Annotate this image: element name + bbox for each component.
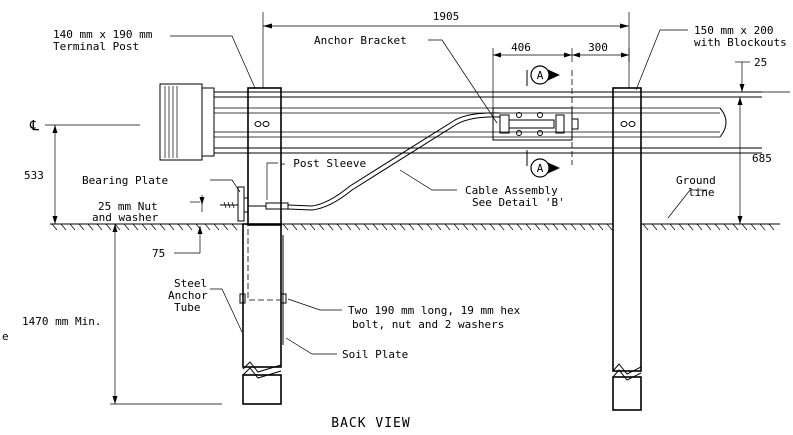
- right-post-label-1: 150 mm x 200: [694, 24, 773, 37]
- section-a-bottom-label: A: [537, 162, 544, 175]
- terminal-post-label-2: Terminal Post: [53, 40, 139, 53]
- section-marker-top: A: [526, 65, 560, 86]
- dim-300-label: 300: [588, 41, 608, 54]
- nut-washer-label-2: and washer: [92, 211, 159, 224]
- min-depth-label: 1470 mm Min.: [22, 315, 101, 328]
- dim-1905-label: 1905: [433, 10, 460, 23]
- dim-75-label: 75: [152, 247, 165, 260]
- centerline-symbol: ℄: [29, 118, 39, 134]
- dimension-lines: [45, 12, 790, 405]
- right-post-label-2: with Blockouts: [694, 36, 787, 49]
- nut-washer-label-1: 25 mm Nut: [98, 200, 158, 213]
- steel-anchor-tube: [239, 223, 287, 405]
- cable-assembly: [287, 112, 501, 211]
- ground-line-label-2: line: [688, 186, 715, 199]
- dim-533-label: 533: [24, 169, 44, 182]
- w-beam-rail: [214, 91, 762, 154]
- bearing-plate-label: Bearing Plate: [82, 174, 168, 187]
- soil-plate-label: Soil Plate: [342, 348, 408, 361]
- hex-bolt-label-1: Two 190 mm long, 19 mm hex: [348, 304, 521, 317]
- ground-line: [50, 223, 780, 231]
- right-post: [612, 87, 642, 411]
- hex-bolt-label-2: bolt, nut and 2 washers: [352, 318, 504, 331]
- left-edge-fragment: e: [2, 330, 9, 343]
- dim-25-top-label: 25: [754, 56, 767, 69]
- bearing-plate-assembly: [220, 186, 289, 222]
- dim-685-label: 685: [752, 152, 772, 165]
- cable-assembly-label-2: See Detail 'B': [472, 196, 565, 209]
- rail-end-terminal: [159, 83, 215, 161]
- cable-assembly-label-1: Cable Assembly: [465, 184, 558, 197]
- terminal-post-label-1: 140 mm x 190 mm: [53, 28, 153, 41]
- anchor-bracket-label: Anchor Bracket: [314, 34, 407, 47]
- section-a-top-label: A: [537, 69, 544, 82]
- steel-anchor-tube-label-3: Tube: [174, 301, 201, 314]
- steel-anchor-tube-label-2: Anchor: [168, 289, 208, 302]
- steel-anchor-tube-label-1: Steel: [174, 277, 207, 290]
- dim-406-label: 406: [511, 41, 531, 54]
- terminal-post: [247, 87, 282, 226]
- section-marker-bottom: A: [526, 150, 560, 178]
- view-title: BACK VIEW: [331, 416, 410, 431]
- leader-lines: [170, 29, 707, 355]
- post-sleeve-label: - Post Sleeve: [280, 157, 366, 170]
- ground-line-label-1: Ground: [676, 174, 716, 187]
